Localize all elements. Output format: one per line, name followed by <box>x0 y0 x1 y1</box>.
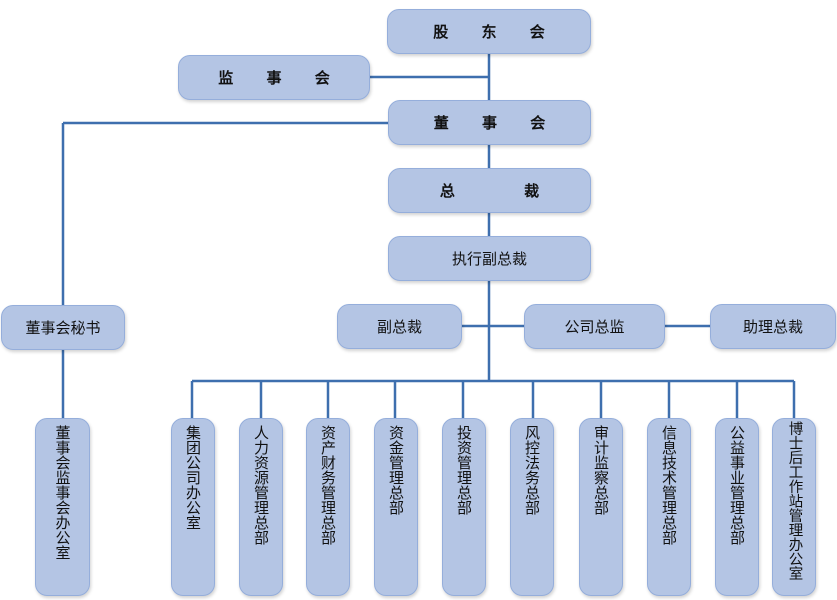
executive-vp-node: 执行副总裁 <box>388 236 591 281</box>
department-node: 风控法务总部 <box>510 418 554 596</box>
department-label: 博士后工作站管理办公室 <box>786 421 803 581</box>
department-label: 信息技术管理总部 <box>660 425 678 545</box>
department-label: 审计监察总部 <box>592 425 610 515</box>
board-supervisory-office-label: 董事会监事会办公室 <box>53 425 72 560</box>
department-node: 资产财务管理总部 <box>306 418 350 596</box>
department-node: 资金管理总部 <box>374 418 418 596</box>
department-node: 投资管理总部 <box>442 418 486 596</box>
department-node: 人力资源管理总部 <box>239 418 283 596</box>
supervisory-board-node: 监 事 会 <box>178 55 370 100</box>
department-label: 资金管理总部 <box>387 425 405 515</box>
department-node: 信息技术管理总部 <box>647 418 691 596</box>
board-secretary-node: 董事会秘书 <box>1 305 125 350</box>
department-label: 人力资源管理总部 <box>252 425 270 545</box>
shareholders-node: 股 东 会 <box>387 9 591 54</box>
department-label: 集团公司办公室 <box>184 425 202 530</box>
board-supervisory-office-node: 董事会监事会办公室 <box>35 418 90 596</box>
department-node: 博士后工作站管理办公室 <box>772 418 816 596</box>
department-node: 公益事业管理总部 <box>715 418 759 596</box>
department-node: 审计监察总部 <box>579 418 623 596</box>
department-label: 风控法务总部 <box>523 425 541 515</box>
department-label: 资产财务管理总部 <box>319 425 337 545</box>
department-label: 投资管理总部 <box>455 425 473 515</box>
president-node: 总 裁 <box>388 168 591 213</box>
assistant-president-node: 助理总裁 <box>710 304 836 349</box>
board-node: 董 事 会 <box>388 100 591 145</box>
vice-president-node: 副总裁 <box>337 304 462 349</box>
company-director-node: 公司总监 <box>524 304 665 349</box>
department-node: 集团公司办公室 <box>171 418 215 596</box>
department-label: 公益事业管理总部 <box>728 425 746 545</box>
